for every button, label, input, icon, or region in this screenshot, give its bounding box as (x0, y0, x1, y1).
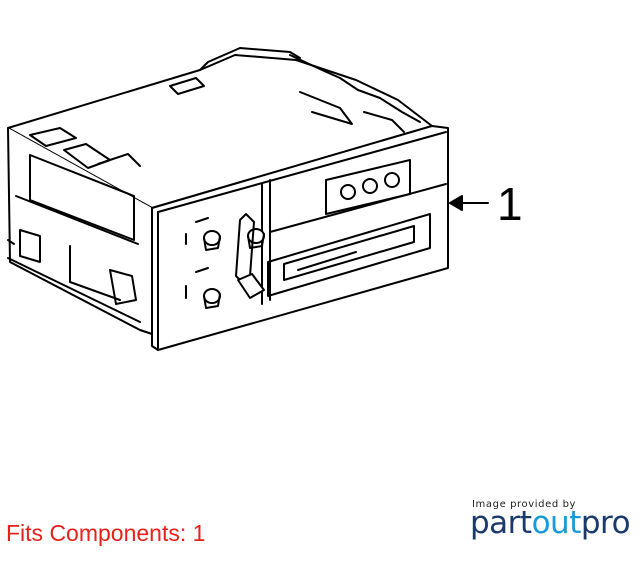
radio-housing-side (7, 127, 153, 335)
indicator-circle (384, 172, 400, 188)
callout-arrow (449, 195, 489, 211)
radio-unit-diagram (7, 47, 489, 351)
logo-part: part (470, 505, 532, 541)
fits-components-link[interactable]: Fits Components: 1 (6, 520, 206, 546)
indicator-circle (340, 184, 356, 200)
logo-pro: pro (580, 505, 631, 541)
knob (203, 230, 221, 251)
partoutpro-logo: partoutpro (470, 505, 631, 541)
radio-front-panel (151, 125, 449, 351)
callout-number: 1 (497, 178, 523, 230)
image-credit: Image provided by (472, 499, 577, 510)
indicator-circle (362, 178, 378, 194)
cassette-slot (267, 213, 431, 297)
knob (203, 288, 221, 309)
logo-out: out (531, 505, 582, 541)
display-window (325, 159, 411, 215)
